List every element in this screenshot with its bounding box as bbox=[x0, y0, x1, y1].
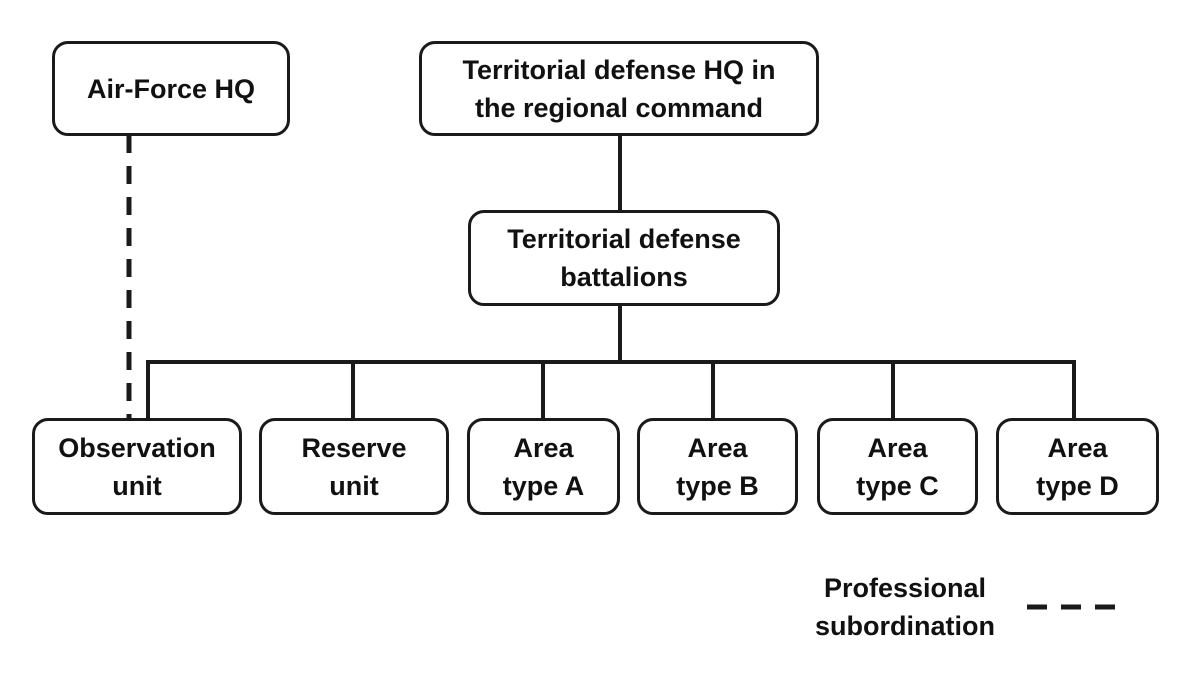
node-label: type A bbox=[502, 470, 585, 501]
node-air-force-hq: Air-Force HQ bbox=[52, 41, 290, 136]
node-label: type C bbox=[856, 470, 939, 501]
node-label: unit bbox=[329, 470, 379, 501]
node-observation-unit: Observation unit bbox=[32, 418, 242, 515]
legend-label: Professional subordination bbox=[795, 569, 1015, 645]
node-label: Area bbox=[687, 432, 748, 463]
node-label: Area bbox=[867, 432, 928, 463]
node-label: type D bbox=[1036, 470, 1119, 501]
legend-line: subordination bbox=[815, 611, 995, 641]
node-label: Observation bbox=[58, 432, 216, 463]
node-label: type B bbox=[676, 470, 759, 501]
node-label: Area bbox=[1047, 432, 1108, 463]
node-label: Air-Force HQ bbox=[86, 73, 256, 104]
node-label: Area bbox=[513, 432, 574, 463]
node-territorial-defense-hq: Territorial defense HQ in the regional c… bbox=[419, 41, 819, 136]
node-label: unit bbox=[112, 470, 162, 501]
node-area-type-b: Area type B bbox=[637, 418, 798, 515]
node-label: battalions bbox=[560, 262, 688, 292]
node-area-type-c: Area type C bbox=[817, 418, 978, 515]
node-territorial-defense-battalions: Territorial defense battalions bbox=[468, 210, 780, 306]
node-reserve-unit: Reserve unit bbox=[259, 418, 449, 515]
node-label: Territorial defense bbox=[507, 224, 741, 254]
node-area-type-a: Area type A bbox=[467, 418, 620, 515]
node-label: the regional command bbox=[474, 92, 764, 123]
node-area-type-d: Area type D bbox=[996, 418, 1159, 515]
node-label: Territorial defense HQ in bbox=[462, 54, 776, 85]
node-label: Reserve bbox=[301, 432, 407, 463]
legend-line: Professional bbox=[823, 573, 987, 603]
